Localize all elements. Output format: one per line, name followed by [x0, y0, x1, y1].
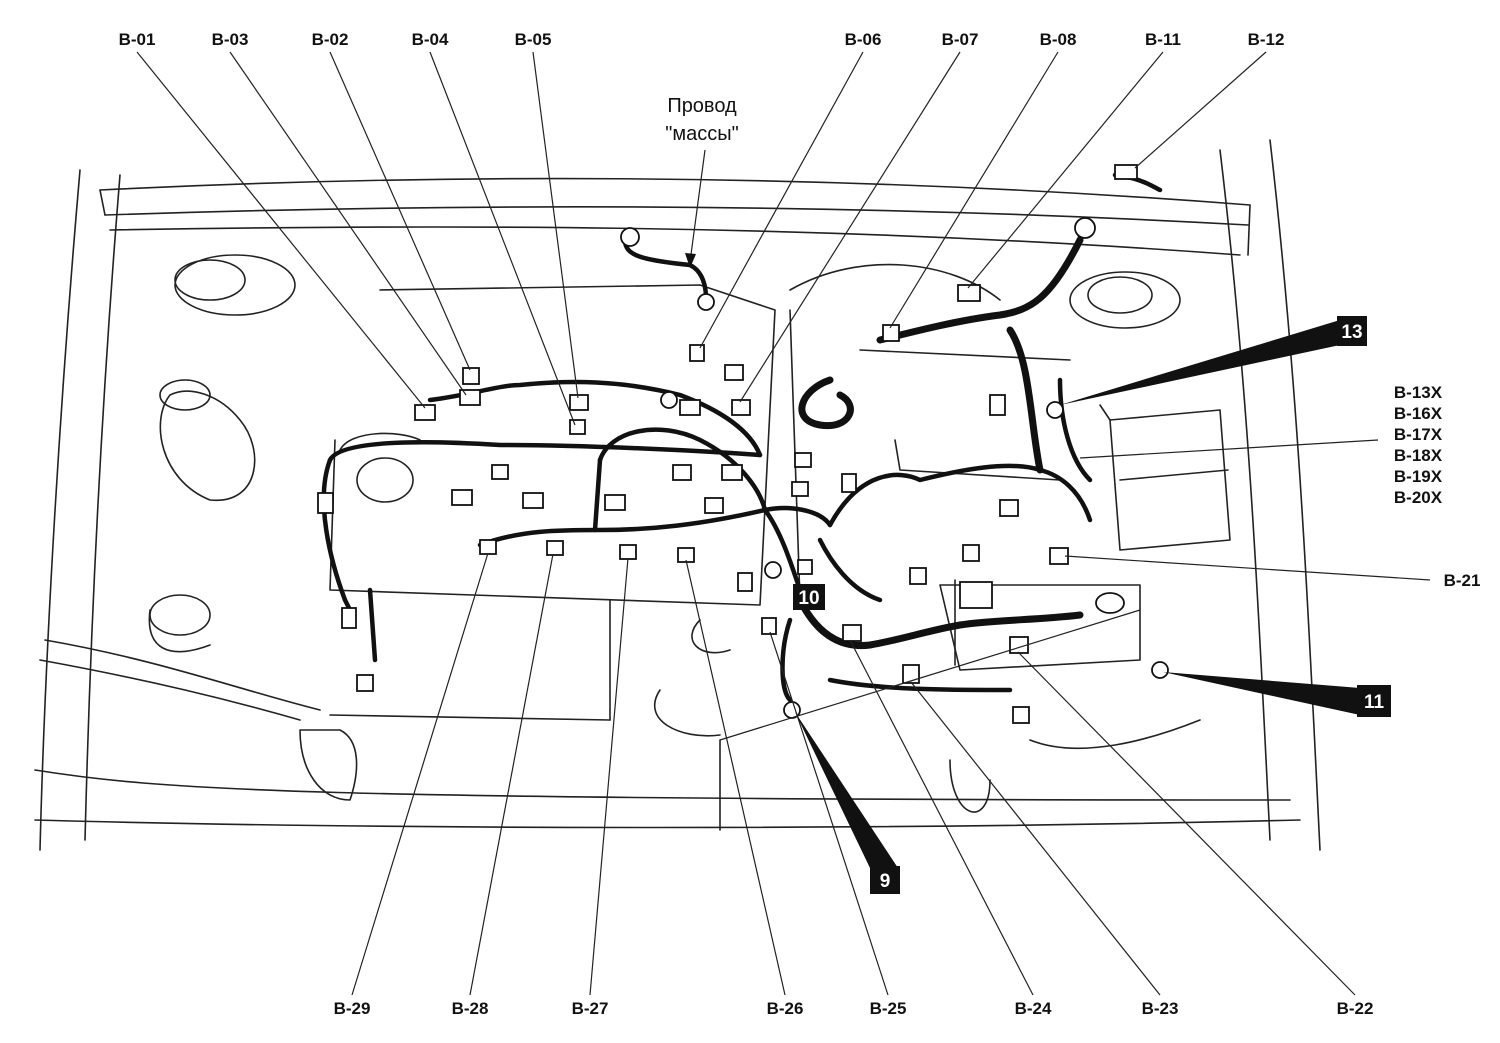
callout-b29: B-29 [334, 999, 371, 1018]
connector-b23 [902, 664, 920, 684]
callout-b04: B-04 [412, 30, 449, 49]
engine-bay-outline [34, 139, 1321, 851]
connector-q [841, 473, 857, 493]
badge-13: 13 [1337, 316, 1367, 346]
callout-b22: B-22 [1337, 999, 1374, 1018]
badge-10: 10 [793, 584, 825, 610]
callout-b27: B-27 [572, 999, 609, 1018]
badge-11: 11 [1357, 685, 1391, 717]
ground-terminal-e [764, 561, 782, 579]
ground-terminal-f [660, 391, 678, 409]
connector-b26 [677, 547, 695, 563]
connector-g [672, 464, 692, 481]
connector-b03 [459, 389, 481, 406]
connector-a [679, 399, 701, 416]
connector-m [737, 572, 753, 592]
connector-t [909, 567, 927, 585]
connector-b08 [882, 324, 900, 342]
svg-text:13: 13 [1341, 322, 1362, 343]
connector-k [341, 607, 357, 629]
connector-b28 [546, 540, 564, 556]
connector-p [797, 559, 813, 575]
ground-terminal-a [620, 227, 640, 247]
connector-b01 [414, 404, 436, 421]
connector-n [794, 452, 812, 468]
connector-d [451, 489, 473, 506]
connector-v [1012, 706, 1030, 724]
callout-b08: B-08 [1040, 30, 1077, 49]
sensor-g [1095, 592, 1125, 614]
connector-b05 [569, 394, 589, 411]
wiring-harness [321, 172, 1163, 703]
connector-b [724, 364, 744, 381]
connector-f [604, 494, 626, 511]
ground-label-line2: "массы" [665, 123, 738, 145]
connector-b24 [842, 624, 862, 642]
callout-b23: B-23 [1142, 999, 1179, 1018]
connector-r [989, 394, 1006, 416]
callout-b02: B-02 [312, 30, 349, 49]
connector-b07 [731, 399, 751, 416]
connector-b25 [761, 617, 777, 635]
ground-terminal-b [697, 293, 715, 311]
connector-b29 [479, 539, 497, 555]
svg-text:11: 11 [1364, 692, 1385, 713]
connector-j [317, 492, 334, 514]
connector-c [491, 464, 509, 480]
callout-b17x: B-17X [1394, 425, 1443, 444]
svg-text:10: 10 [798, 588, 819, 609]
connector-l [356, 674, 374, 692]
connector-b02 [462, 367, 480, 385]
callout-b05: B-05 [515, 30, 552, 49]
ground-terminal-11 [1151, 661, 1169, 679]
connector-h [704, 497, 724, 514]
callout-b06: B-06 [845, 30, 882, 49]
connector-s [999, 499, 1019, 517]
callout-b24: B-24 [1015, 999, 1052, 1018]
svg-text:9: 9 [880, 871, 891, 892]
callout-b16x: B-16X [1394, 404, 1443, 423]
ground-label-line1: Провод [667, 95, 737, 117]
connector-o [791, 481, 809, 497]
connector-b12 [1114, 164, 1138, 180]
ground-terminal-d [1046, 401, 1064, 419]
callout-b01: B-01 [119, 30, 156, 49]
connector-b11 [957, 284, 981, 302]
callout-b19x: B-19X [1394, 467, 1443, 486]
callout-b11: B-11 [1145, 30, 1181, 49]
callout-b20x: B-20X [1394, 488, 1443, 507]
connector-e [522, 492, 544, 509]
connector-u [962, 544, 980, 562]
callout-b12: B-12 [1248, 30, 1285, 49]
connector-i [721, 464, 743, 481]
ground-terminal-c [1074, 217, 1096, 239]
callout-b25: B-25 [870, 999, 907, 1018]
connector-b27 [619, 544, 637, 560]
callout-b13x: B-13X [1394, 383, 1443, 402]
badge-wedges [793, 320, 1360, 868]
callout-b28: B-28 [452, 999, 489, 1018]
leader-lines [136, 51, 1431, 996]
callout-b03: B-03 [212, 30, 249, 49]
connector-b06 [689, 344, 705, 362]
callout-b26: B-26 [767, 999, 804, 1018]
callout-b18x: B-18X [1394, 446, 1443, 465]
fuse-box [959, 581, 993, 609]
badge-9: 9 [870, 866, 900, 894]
connector-b04 [569, 419, 586, 435]
callout-b21: B-21 [1444, 571, 1481, 590]
callout-b07: B-07 [942, 30, 979, 49]
